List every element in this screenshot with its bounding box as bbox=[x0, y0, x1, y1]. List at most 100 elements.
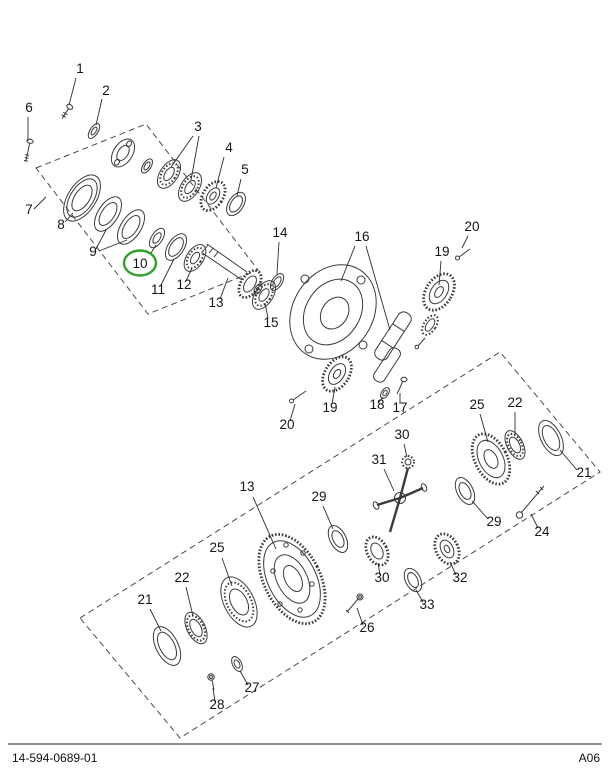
part-21-ring-right-drawing bbox=[538, 419, 564, 457]
diff-kit-boundary bbox=[79, 351, 601, 739]
differential-assembly-drawing bbox=[152, 419, 564, 691]
part-19-gear-lower-drawing bbox=[321, 355, 353, 393]
callout-21: 21 bbox=[137, 592, 152, 607]
callout-25: 25 bbox=[469, 397, 484, 412]
callout-leader-28 bbox=[212, 687, 216, 703]
seal-kit-boundary bbox=[35, 123, 259, 315]
spacer-ring-drawing bbox=[141, 158, 153, 174]
callout-leader-8 bbox=[64, 212, 74, 223]
part-9-washer-b-drawing bbox=[116, 209, 146, 245]
callout-27: 27 bbox=[244, 680, 259, 695]
callout-4: 4 bbox=[225, 140, 233, 155]
callout-leader-18 bbox=[378, 396, 384, 403]
part-15-bearing-drawing bbox=[251, 280, 277, 310]
part-26-bolt-drawing bbox=[345, 593, 364, 614]
callout-leader-16 bbox=[365, 245, 391, 331]
part-4-gear-drawing bbox=[199, 180, 227, 212]
small-bolt-drawing bbox=[414, 337, 426, 350]
part-2-washer-drawing bbox=[87, 123, 101, 139]
callout-3: 3 bbox=[194, 119, 202, 134]
part-1-nut-drawing bbox=[61, 103, 74, 119]
part-29-washer-left-drawing bbox=[327, 525, 349, 553]
callout-20: 20 bbox=[279, 417, 294, 432]
callout-28: 28 bbox=[209, 697, 224, 712]
callout-8: 8 bbox=[57, 217, 65, 232]
callout-leader-21 bbox=[149, 608, 162, 632]
callout-leader-13 bbox=[219, 277, 229, 300]
callout-15: 15 bbox=[263, 315, 278, 330]
callout-7: 7 bbox=[25, 202, 33, 217]
part-5-ring-drawing bbox=[226, 191, 246, 217]
callout-2: 2 bbox=[102, 83, 110, 98]
part-10-ring-drawing bbox=[148, 227, 166, 249]
callout-leader-21 bbox=[559, 449, 578, 471]
callout-22: 22 bbox=[507, 395, 522, 410]
callout-12: 12 bbox=[176, 277, 191, 292]
callout-leader-1 bbox=[68, 77, 77, 106]
part-3-bearing-a-drawing bbox=[156, 159, 182, 189]
callout-21: 21 bbox=[576, 465, 591, 480]
callout-leader-30 bbox=[377, 562, 381, 576]
callout-leader-22 bbox=[185, 586, 194, 617]
part-13-ring-gear-drawing bbox=[257, 532, 327, 626]
carrier-cap-b-drawing bbox=[373, 347, 401, 383]
part-9-washer-a-drawing bbox=[93, 196, 123, 232]
part-12-bearing-drawing bbox=[183, 244, 207, 272]
callout-1: 1 bbox=[76, 61, 84, 76]
part-32-gear-drawing bbox=[433, 532, 461, 566]
callout-5: 5 bbox=[241, 162, 249, 177]
callout-leader-24 bbox=[530, 513, 539, 529]
callout-13: 13 bbox=[239, 479, 254, 494]
part-30-gear-lower-drawing bbox=[364, 535, 390, 567]
part-22-cone-left-drawing bbox=[184, 611, 208, 645]
carrier-cap-a-drawing bbox=[374, 311, 412, 361]
callout-leader-9 bbox=[98, 239, 128, 252]
callout-13: 13 bbox=[208, 295, 223, 310]
part-13-pinion-shaft-drawing bbox=[200, 243, 263, 299]
part-16-carrier-drawing bbox=[289, 264, 377, 360]
callout-14: 14 bbox=[272, 225, 288, 240]
callout-18: 18 bbox=[369, 397, 384, 412]
part-27-washer-drawing bbox=[231, 656, 243, 672]
callout-leader-27 bbox=[239, 670, 249, 686]
callout-leader-16 bbox=[340, 245, 356, 282]
part-14-ring-drawing bbox=[269, 273, 285, 291]
part-22-cone-right-drawing bbox=[504, 430, 526, 460]
part-20-pin-right-drawing bbox=[455, 248, 471, 261]
part-3-bearing-b-drawing bbox=[177, 172, 203, 202]
highlight-circle-item-10 bbox=[122, 249, 158, 277]
callout-24: 24 bbox=[534, 524, 550, 539]
callout-leader-3 bbox=[170, 135, 194, 168]
callout-9: 9 bbox=[89, 244, 97, 259]
callout-leader-32 bbox=[449, 561, 457, 576]
callout-30: 30 bbox=[394, 427, 409, 442]
callout-leader-26 bbox=[356, 607, 364, 626]
callout-20: 20 bbox=[464, 219, 479, 234]
callout-leader-3 bbox=[190, 135, 200, 181]
callout-leader-29 bbox=[471, 500, 489, 520]
callout-leader-9 bbox=[95, 229, 107, 250]
callout-leader-20 bbox=[461, 235, 469, 249]
callout-leader-14 bbox=[276, 241, 280, 275]
part-30-pinion-top-drawing bbox=[401, 455, 415, 469]
callout-leader-10 bbox=[150, 244, 157, 254]
part-25-case-right-drawing bbox=[470, 432, 512, 486]
part-24-bolt-drawing bbox=[515, 485, 545, 519]
callout-leader-5 bbox=[236, 178, 242, 197]
callout-11: 11 bbox=[151, 282, 165, 297]
callout-29: 29 bbox=[311, 489, 326, 504]
callout-leader-13 bbox=[252, 496, 277, 550]
part-31-spider-drawing bbox=[372, 467, 428, 533]
callout-17: 17 bbox=[392, 400, 407, 415]
part-19-gear-right-drawing bbox=[422, 272, 456, 312]
footer-page-code: A06 bbox=[579, 751, 601, 765]
callout-19: 19 bbox=[434, 244, 449, 259]
callout-30: 30 bbox=[374, 570, 389, 585]
callout-25: 25 bbox=[209, 540, 224, 555]
pinion-assembly-drawing bbox=[23, 103, 471, 404]
callout-leader-20 bbox=[289, 403, 296, 422]
callout-leader-33 bbox=[415, 589, 424, 603]
callout-33: 33 bbox=[419, 597, 434, 612]
